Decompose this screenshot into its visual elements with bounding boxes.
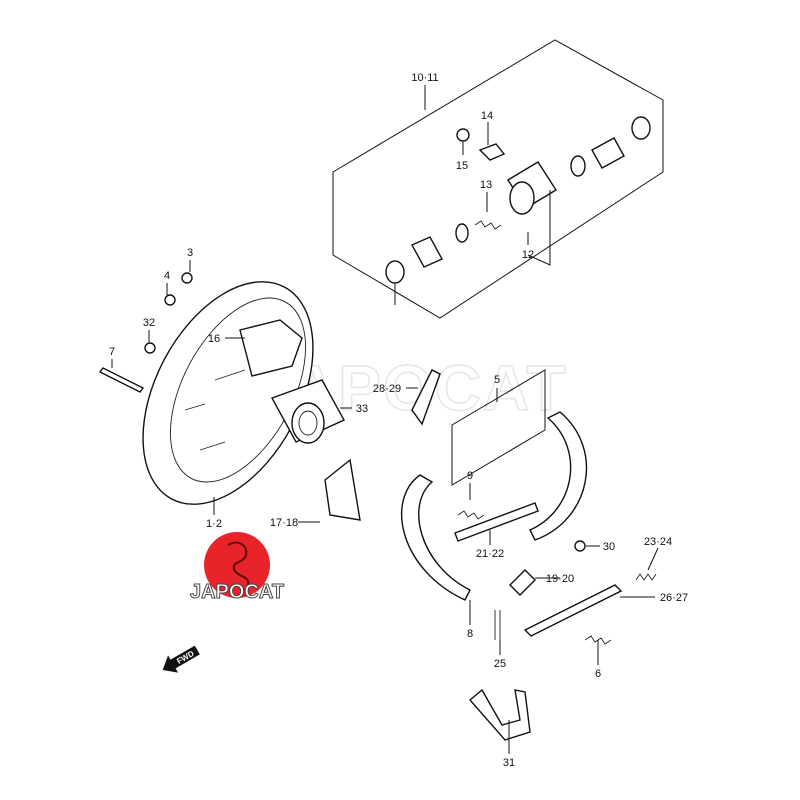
logo-red-circle <box>204 532 270 598</box>
label-25: 25 <box>494 658 506 670</box>
wheel-cylinder-group-box <box>332 39 664 319</box>
label-28-29: 28·29 <box>373 383 401 395</box>
label-10-11: 10·11 <box>411 72 438 84</box>
leader-lines-plate <box>111 260 352 515</box>
label-32: 32 <box>143 317 155 329</box>
logo-text: JAPOCAT <box>190 581 284 603</box>
label-13: 13 <box>480 179 492 191</box>
label-1-2: 1·2 <box>206 518 222 530</box>
fwd-arrow-icon: FWD <box>162 645 200 673</box>
label-5: 5 <box>494 374 500 386</box>
label-23-24: 23·24 <box>644 536 672 548</box>
bolt-7 <box>98 367 145 393</box>
leader-lines-shoes <box>298 387 659 754</box>
label-16: 16 <box>208 333 220 345</box>
nut-4 <box>164 294 176 306</box>
label-14: 14 <box>481 110 493 122</box>
japocat-logo: JAPOCAT <box>189 532 285 604</box>
nut-32 <box>144 342 156 354</box>
label-12: 12 <box>522 249 534 261</box>
label-19-20: 19·20 <box>546 573 574 585</box>
label-8: 8 <box>467 628 473 640</box>
label-9: 9 <box>467 470 473 482</box>
label-4: 4 <box>164 270 170 282</box>
label-17-18: 17·18 <box>270 517 298 529</box>
logo-figure <box>227 541 250 586</box>
label-7: 7 <box>109 346 115 358</box>
shoe-group-box <box>451 369 546 486</box>
backing-plate <box>142 281 345 505</box>
label-21-22: 21·22 <box>476 548 504 560</box>
label-15: 15 <box>456 160 468 172</box>
label-26-27: 26·27 <box>660 592 688 604</box>
brake-shoes <box>324 369 657 741</box>
label-30: 30 <box>603 541 615 553</box>
nut-3 <box>181 272 193 284</box>
label-31: 31 <box>503 757 515 769</box>
label-6: 6 <box>595 668 601 680</box>
leader-lines-cylinder <box>394 85 551 305</box>
label-33: 33 <box>356 403 368 415</box>
wheel-cylinder-parts <box>385 116 651 284</box>
label-3: 3 <box>187 247 193 259</box>
